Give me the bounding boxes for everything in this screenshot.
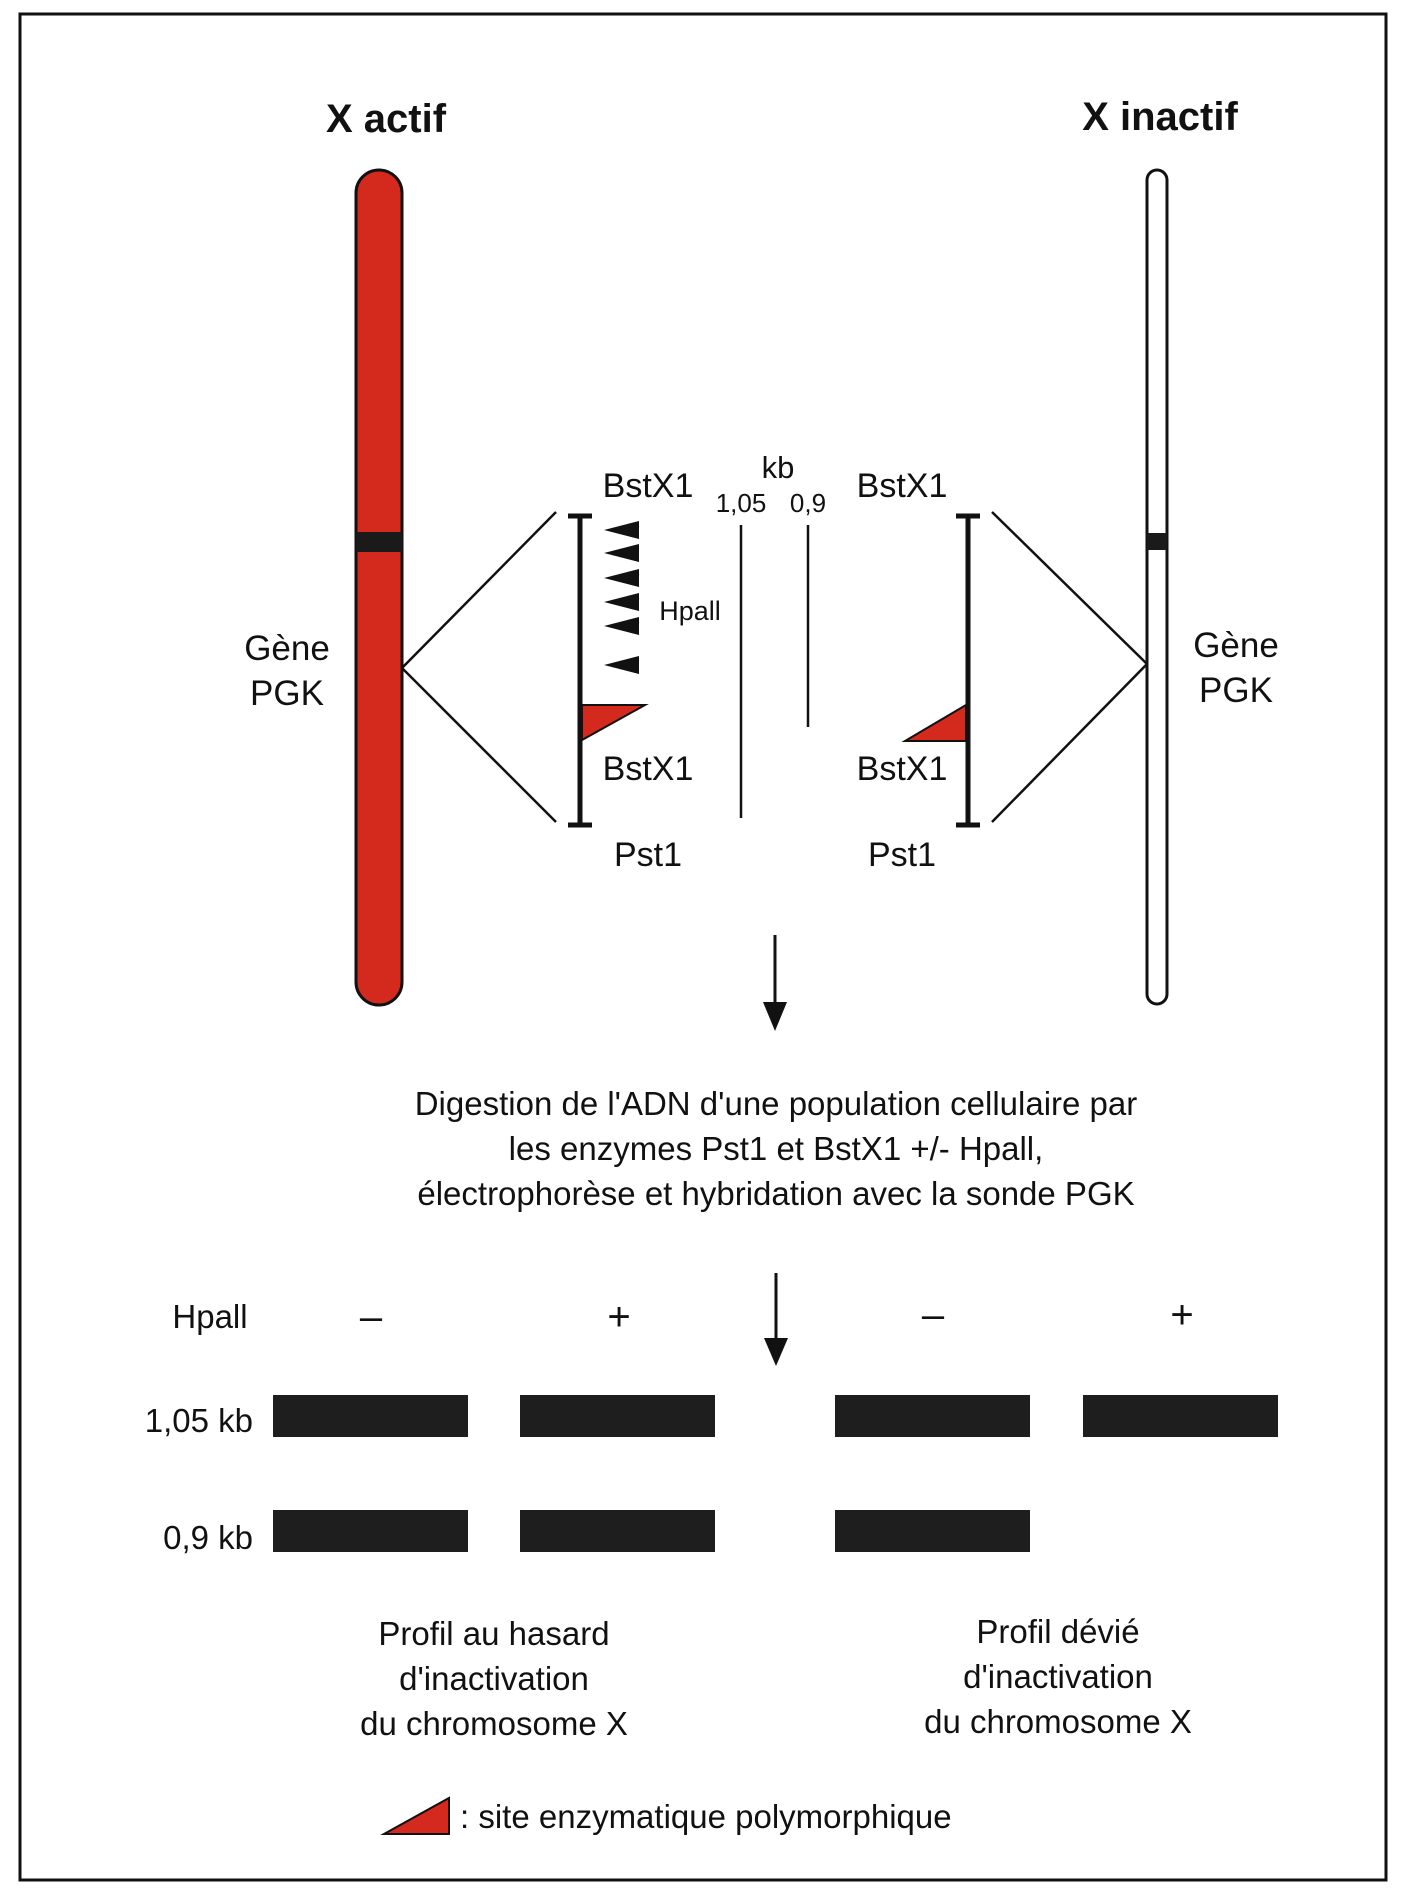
procedure-line-2: les enzymes Pst1 et BstX1 +/- Hpall, (509, 1130, 1044, 1167)
legend-polymorphic-site-icon (380, 1796, 450, 1835)
right-bstx1-top-label: BstX1 (857, 467, 948, 505)
inactive-x-chromosome (1145, 168, 1169, 1006)
kb-size-large: 1,05 (716, 488, 767, 518)
gel-band-small-lane-3 (835, 1510, 1030, 1552)
right-polymorphic-site-icon (901, 703, 967, 742)
procedure-line-3: électrophorèse et hybridation avec la so… (417, 1175, 1134, 1212)
profile-skewed-line-1: Profil dévié (976, 1613, 1139, 1650)
down-arrow-icon (763, 1002, 787, 1031)
active-x-chromosome (354, 168, 404, 1007)
zoom-line-right-top (991, 511, 1148, 665)
lane-4-sign: + (1170, 1293, 1193, 1337)
hpaii-site-icon (604, 521, 639, 539)
gel-band-large-lane-1 (273, 1395, 468, 1437)
zoom-line-right-bottom (991, 663, 1148, 823)
right-pst1-label: Pst1 (868, 836, 936, 874)
hpaii-site-icon (604, 593, 639, 611)
gel-band-small-lane-1 (273, 1510, 468, 1552)
procedure-line-1: Digestion de l'ADN d'une population cell… (415, 1085, 1138, 1122)
lane-1-sign: – (360, 1295, 383, 1339)
left-bstx1-bottom-label: BstX1 (603, 750, 694, 788)
hpaii-site-icon (604, 569, 639, 587)
hpaii-map-label: Hpall (659, 596, 721, 626)
down-arrow-2-icon (764, 1338, 788, 1366)
profile-random-line-1: Profil au hasard (378, 1615, 609, 1652)
zoom-line-left-top (401, 511, 557, 669)
gel-bands (273, 1395, 1278, 1552)
left-bstx1-top-label: BstX1 (603, 467, 694, 505)
kb-size-small: 0,9 (790, 488, 826, 518)
title-x-active: X actif (326, 97, 447, 141)
profile-random-line-3: du chromosome X (360, 1705, 628, 1742)
zoom-line-left-bottom (401, 667, 557, 823)
kb-unit-label: kb (762, 450, 795, 485)
gene-label-right-line1: Gène (1193, 626, 1279, 665)
gene-label-left-line2: PGK (250, 674, 324, 713)
figure-border (18, 12, 1388, 1882)
active-pgk-locus-band (356, 532, 402, 552)
gene-label-right-line2: PGK (1199, 671, 1273, 710)
gene-label-left-line1: Gène (244, 629, 330, 668)
gel-band-small-lane-2 (520, 1510, 715, 1552)
gel-band-large-lane-4 (1083, 1395, 1278, 1437)
profile-skewed-line-3: du chromosome X (924, 1703, 1192, 1740)
lane-3-sign: – (922, 1293, 945, 1337)
title-x-inactive: X inactif (1082, 95, 1238, 139)
band-label-small: 0,9 kb (163, 1519, 253, 1556)
gel-band-large-lane-3 (835, 1395, 1030, 1437)
profile-random-line-2: d'inactivation (399, 1660, 589, 1697)
band-label-large: 1,05 kb (145, 1402, 253, 1439)
hpaii-site-icon (604, 617, 639, 635)
hpaii-site-icon (604, 656, 639, 674)
hpaii-site-icon (604, 544, 639, 562)
inactive-pgk-locus-band (1147, 533, 1167, 550)
left-pst1-label: Pst1 (614, 836, 682, 874)
lane-2-sign: + (607, 1295, 630, 1339)
profile-skewed-line-2: d'inactivation (963, 1658, 1153, 1695)
right-bstx1-bottom-label: BstX1 (857, 750, 948, 788)
hpaii-site-markers (604, 521, 639, 674)
gel-band-large-lane-2 (520, 1395, 715, 1437)
gel-hpaii-header: Hpall (172, 1298, 247, 1335)
legend-text: : site enzymatique polymorphique (460, 1798, 952, 1835)
left-polymorphic-site-icon (581, 704, 649, 742)
